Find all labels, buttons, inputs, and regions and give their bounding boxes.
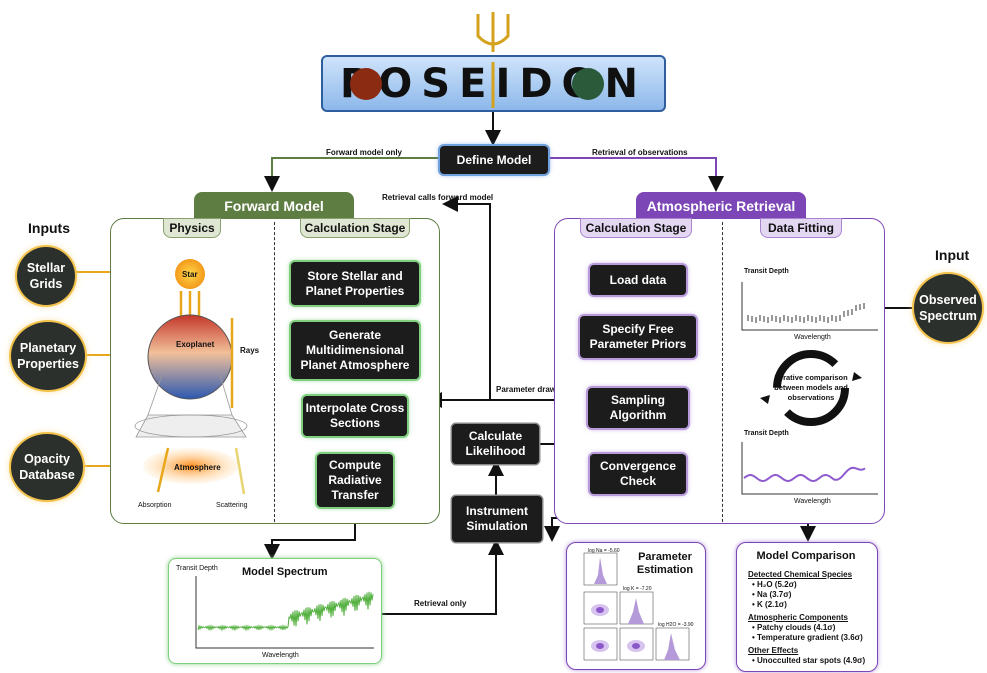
tab-retrieval-calc: Calculation Stage bbox=[580, 218, 692, 238]
mc-section-heading: Atmospheric Components bbox=[748, 613, 849, 622]
forward-divider bbox=[274, 222, 275, 522]
inputs-title: Inputs bbox=[28, 220, 70, 236]
tab-data-fitting: Data Fitting bbox=[760, 218, 842, 238]
edge-retrieval-calls: Retrieval calls forward model bbox=[382, 193, 494, 202]
pe-label-h2o: log H2O = -3.90 bbox=[658, 622, 694, 628]
define-model-box: Define Model bbox=[440, 146, 548, 174]
mc-item: • Temperature gradient (3.6σ) bbox=[752, 633, 863, 642]
model-comparison-list: Detected Chemical Species• H₂O (5.2σ)• N… bbox=[748, 570, 872, 666]
fit-ylabel-2: Transit Depth bbox=[744, 430, 789, 437]
step-interpolate-cross-sections: Interpolate Cross Sections bbox=[303, 396, 407, 436]
forward-model-header: Forward Model bbox=[194, 192, 354, 219]
label-exoplanet: Exoplanet bbox=[176, 340, 215, 349]
retrieval-header: Atmospheric Retrieval bbox=[636, 192, 806, 219]
step-specify-priors: Specify Free Parameter Priors bbox=[580, 316, 696, 358]
step-radiative-transfer: Compute Radiative Transfer bbox=[317, 454, 393, 507]
step-convergence-check: Convergence Check bbox=[590, 454, 686, 494]
model-spectrum-panel bbox=[168, 558, 382, 664]
step-load-data: Load data bbox=[590, 265, 686, 295]
step-sampling-algorithm: Sampling Algorithm bbox=[588, 388, 688, 428]
label-scattering: Scattering bbox=[216, 502, 248, 509]
label-star: Star bbox=[182, 270, 198, 279]
retrieval-divider bbox=[722, 222, 723, 522]
mc-section-heading: Detected Chemical Species bbox=[748, 570, 853, 579]
edge-forward-only: Forward model only bbox=[326, 148, 403, 157]
model-spectrum-ylabel: Transit Depth bbox=[176, 565, 218, 572]
model-comparison-panel bbox=[736, 542, 878, 672]
tab-forward-calc: Calculation Stage bbox=[300, 218, 410, 238]
fit-xlabel-2: Wavelength bbox=[794, 498, 831, 505]
edge-retrieval-only: Retrieval only bbox=[414, 599, 467, 608]
input-title: Input bbox=[935, 247, 970, 263]
input-planetary-properties: Planetary Properties bbox=[11, 322, 85, 390]
fit-ylabel-1: Transit Depth bbox=[744, 268, 789, 275]
mc-section-heading: Other Effects bbox=[748, 646, 799, 655]
mc-item: • H₂O (5.2σ) bbox=[752, 580, 797, 589]
pe-label-k: log K = -7.20 bbox=[623, 586, 652, 592]
pe-label-na: log Na = -5.60 bbox=[588, 548, 620, 554]
calculate-likelihood-box: Calculate Likelihood bbox=[452, 424, 539, 464]
model-comparison-title: Model Comparison bbox=[756, 550, 856, 562]
mc-item: • K (2.1σ) bbox=[752, 600, 787, 609]
instrument-simulation-box: Instrument Simulation bbox=[452, 496, 542, 542]
step-generate-atmosphere: Generate Multidimensional Planet Atmosph… bbox=[291, 322, 419, 379]
input-opacity-database: Opacity Database bbox=[11, 434, 83, 500]
tab-physics: Physics bbox=[163, 218, 221, 238]
mc-item: • Unocculted star spots (4.9σ) bbox=[752, 656, 866, 665]
model-spectrum-title: Model Spectrum bbox=[242, 566, 328, 578]
mc-item: • Patchy clouds (4.1σ) bbox=[752, 623, 836, 632]
label-rays: Rays bbox=[240, 346, 260, 355]
step-store-properties: Store Stellar and Planet Properties bbox=[291, 262, 419, 305]
edge-retrieval-obs: Retrieval of observations bbox=[592, 148, 688, 157]
mc-item: • Na (3.7σ) bbox=[752, 590, 792, 599]
label-absorption: Absorption bbox=[138, 502, 172, 509]
input-stellar-grids: Stellar Grids bbox=[17, 247, 75, 305]
edge-parameter-draw: Parameter draw bbox=[496, 385, 557, 394]
parameter-estimation-title: Parameter Estimation bbox=[636, 551, 694, 576]
label-atmosphere: Atmosphere bbox=[174, 463, 221, 472]
iterative-comparison-label: Iterative comparison between models and … bbox=[774, 373, 848, 402]
input-observed-spectrum: Observed Spectrum bbox=[914, 274, 982, 342]
model-spectrum-xlabel: Wavelength bbox=[262, 652, 299, 659]
fit-xlabel-1: Wavelength bbox=[794, 334, 831, 341]
